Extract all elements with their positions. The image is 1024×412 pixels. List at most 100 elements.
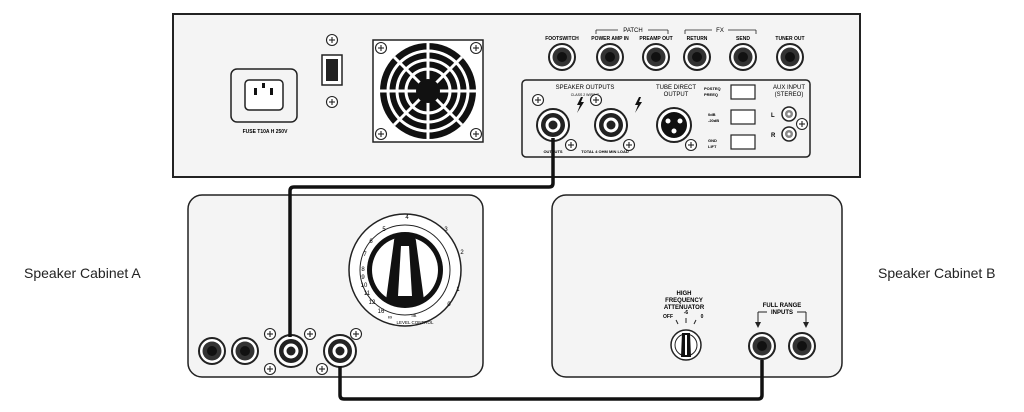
lightning-icon — [577, 97, 584, 113]
power-amp-in-jack[interactable] — [596, 43, 624, 71]
screw-icon — [684, 138, 698, 152]
dial-number: 11 — [364, 291, 371, 297]
cabinet-a-jack-1[interactable] — [198, 337, 226, 365]
hf-title-line2: FREQUENCY — [665, 298, 703, 304]
cabinet-a-speakon-thru[interactable] — [323, 334, 357, 368]
dial-number: 9 — [361, 275, 365, 281]
full-range-inputs-label: INPUTS — [771, 310, 793, 316]
cable-amp-to-cabinet-a — [288, 138, 555, 337]
full-range-label: FULL RANGE — [763, 303, 802, 309]
screw-icon — [263, 327, 277, 341]
footswitch-label: FOOTSWITCH — [545, 36, 579, 42]
switch-3-top-label: GND — [708, 138, 717, 143]
cabinet-b-label: Speaker Cabinet B — [878, 265, 996, 281]
pad-switch[interactable] — [730, 109, 756, 125]
switch-2-top-label: 0dB — [708, 112, 716, 117]
switch-2-bottom-label: -20dB — [708, 118, 719, 123]
tube-direct-subtitle: OUTPUT — [664, 92, 689, 98]
preamp-out-jack[interactable] — [642, 43, 670, 71]
dial-number: 8 — [361, 267, 365, 273]
screw-icon — [564, 138, 578, 152]
dial-number: 7 — [363, 252, 367, 258]
tube-direct-title: TUBE DIRECT — [656, 85, 696, 91]
screw-icon — [469, 127, 483, 141]
screw-icon — [374, 127, 388, 141]
screw-icon — [325, 33, 339, 47]
screw-icon — [263, 362, 277, 376]
footswitch-jack[interactable] — [548, 43, 576, 71]
fan-grille-icon — [372, 39, 484, 143]
cabinet-a-label: Speaker Cabinet A — [24, 265, 141, 281]
tuner-out-jack[interactable] — [776, 43, 804, 71]
tube-direct-xlr-jack[interactable] — [656, 107, 692, 143]
cabinet-b-input-2-jack[interactable] — [788, 332, 816, 360]
cabinet-a-jack-2[interactable] — [231, 337, 259, 365]
cabinet-b-input-1-jack[interactable] — [748, 332, 776, 360]
dial-number: 0 — [447, 302, 451, 308]
switch-3-bottom-label: LIFT — [708, 144, 717, 149]
ground-lift-switch[interactable] — [730, 134, 756, 150]
screw-icon — [795, 117, 809, 131]
screw-icon — [469, 41, 483, 55]
lightning-icon — [635, 97, 642, 113]
hf-attenuator-knob[interactable] — [670, 329, 702, 361]
dial-number: 3 — [444, 227, 448, 233]
screw-icon — [303, 327, 317, 341]
fx-bracket — [684, 29, 757, 34]
eq-switch[interactable] — [730, 84, 756, 100]
screw-icon — [589, 93, 603, 107]
aux-left-rca-jack[interactable] — [781, 106, 797, 122]
dial-number: 5 — [382, 227, 386, 233]
power-inlet[interactable] — [230, 68, 298, 123]
dial-number: ∞ — [388, 315, 392, 321]
fuse-label: FUSE T10A H 250V — [243, 129, 288, 135]
screw-icon — [531, 93, 545, 107]
power-switch[interactable] — [321, 54, 343, 86]
speaker-output-2-jack[interactable] — [594, 108, 628, 142]
dial-symbol: dB — [412, 313, 417, 318]
dial-number: 4 — [405, 215, 409, 221]
return-label: RETURN — [687, 36, 708, 42]
aux-input-subtitle: (STEREO) — [775, 92, 804, 98]
cabinet-a-speakon-in[interactable] — [274, 334, 308, 368]
speaker-outputs-title: SPEAKER OUTPUTS — [556, 85, 615, 91]
hf-title-line1: HIGH — [677, 291, 692, 297]
switch-1-top-label: POSTEQ — [704, 86, 721, 91]
fx-label: FX — [716, 28, 724, 34]
aux-left-label: L — [771, 113, 775, 119]
dial-number: 1 — [456, 287, 460, 293]
speaker-cabinet-a: 4 5 3 6 2 7 8 9 10 11 12 1 0 16 ∞ dB LEV… — [187, 194, 484, 378]
patch-bracket — [595, 29, 669, 34]
speaker-output-1-jack[interactable] — [536, 108, 570, 142]
send-label: SEND — [736, 36, 750, 42]
return-jack[interactable] — [683, 43, 711, 71]
preamp-out-label: PREAMP OUT — [639, 36, 672, 42]
min-load-caption: TOTAL 4 OHM MIN LOAD — [581, 149, 629, 154]
tuner-out-label: TUNER OUT — [775, 36, 804, 42]
screw-icon — [315, 362, 329, 376]
screw-icon — [349, 327, 363, 341]
cable-cabinet-a-to-cabinet-b — [338, 360, 764, 401]
aux-right-rca-jack[interactable] — [781, 126, 797, 142]
dial-number: 10 — [361, 283, 368, 289]
speaker-outputs-subtitle: CLASS 2 WIRING — [571, 93, 600, 97]
dial-number: 16 — [378, 309, 385, 315]
hf-position-off: OFF — [663, 314, 673, 320]
aux-input-title: AUX INPUT — [773, 85, 805, 91]
power-amp-in-label: POWER AMP IN — [591, 36, 629, 42]
hf-position-minus6: -6 — [684, 310, 689, 316]
inputs-bracket — [755, 311, 809, 328]
hf-position-0: 0 — [701, 314, 704, 320]
send-jack[interactable] — [729, 43, 757, 71]
dial-number: 2 — [460, 250, 464, 256]
level-control-knob[interactable] — [367, 232, 443, 308]
level-control-label: LEVEL CONTROL — [396, 320, 434, 325]
dial-number: 12 — [369, 300, 376, 306]
aux-right-label: R — [771, 133, 776, 139]
screw-icon — [374, 41, 388, 55]
screw-icon — [325, 95, 339, 109]
dial-number: 6 — [369, 239, 373, 245]
speaker-cabinet-b: HIGH FREQUENCY ATTENUATOR OFF -6 0 FULL … — [551, 194, 843, 378]
patch-label: PATCH — [623, 28, 642, 34]
